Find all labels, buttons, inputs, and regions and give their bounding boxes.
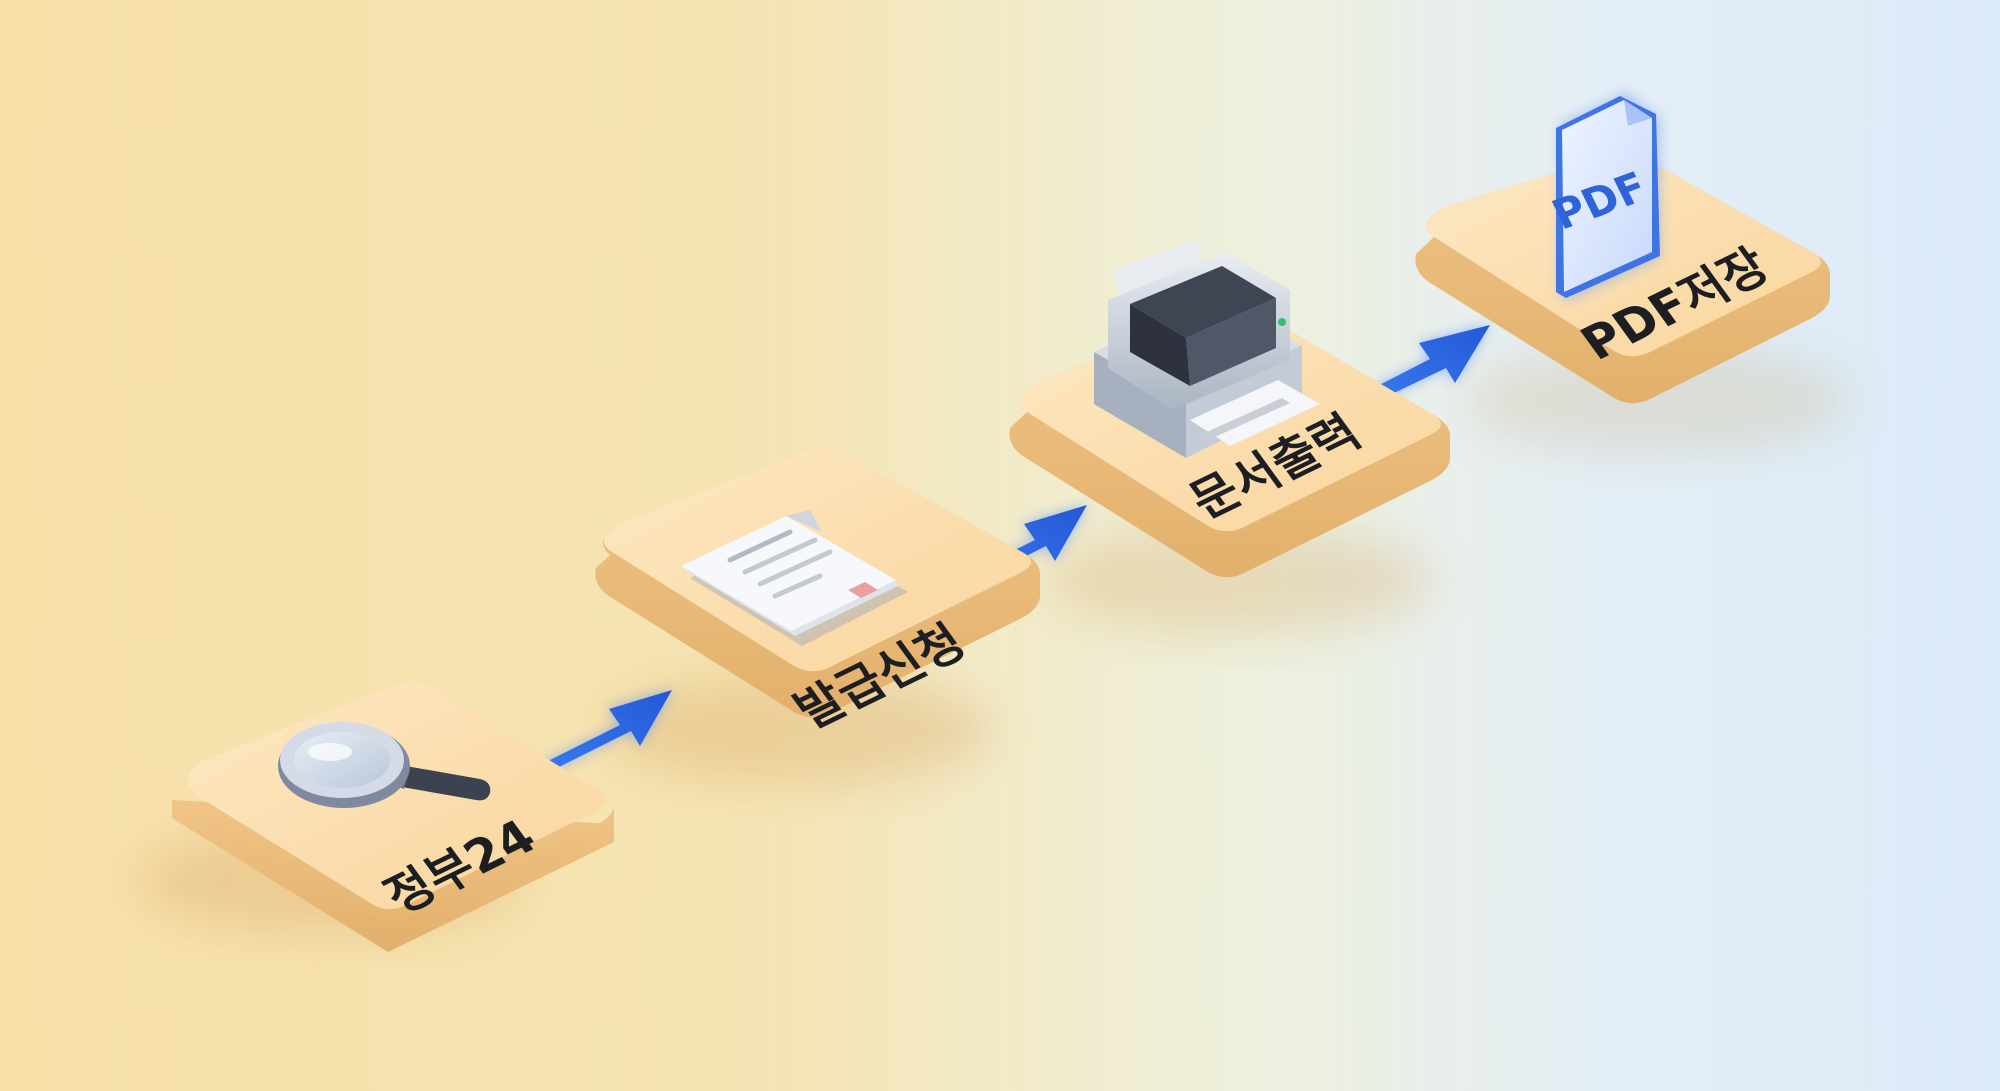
tile-shadows: [140, 345, 1850, 935]
step-tile-2: 발급신청: [595, 446, 1040, 738]
step-tile-4: PDF PDF저장: [1415, 92, 1830, 404]
printer-icon: [1094, 240, 1320, 458]
document-icon: [681, 510, 908, 646]
arrow-1-to-2: [530, 690, 672, 776]
magnifier-icon: [278, 722, 491, 808]
step-tile-1: 정부24: [172, 680, 614, 952]
arrow-3-to-4: [1360, 325, 1490, 404]
step-tile-3: 문서출력: [1009, 240, 1450, 578]
pdf-file-icon: PDF: [1545, 92, 1660, 300]
